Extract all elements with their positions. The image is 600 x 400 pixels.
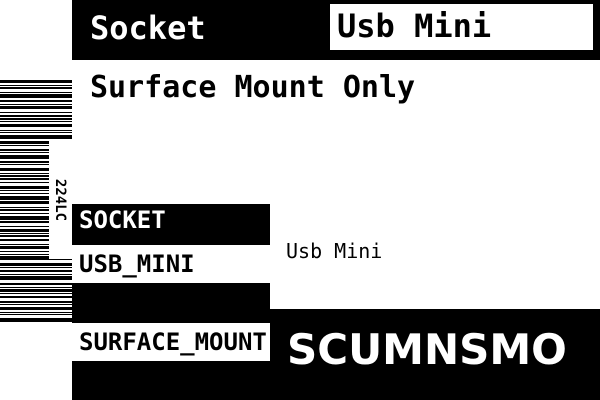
barcode-bar [0,135,72,139]
barcode-bar [0,104,72,105]
field-line-usb-mini: USB_MINI [79,250,195,278]
barcode-bar [0,92,72,93]
barcode-bar [0,175,72,177]
barcode-bar [0,193,72,194]
header-right-box [330,4,593,50]
code-block [270,309,600,400]
barcode-bar [0,283,72,285]
barcode-bar [0,94,72,98]
barcode-bar [0,246,72,249]
barcode-bar [0,115,72,117]
subtitle: Surface Mount Only [90,70,416,105]
barcode-bar [0,216,72,220]
barcode-bar [0,141,72,144]
barcode-bar [0,307,72,310]
barcode-bar [0,293,72,294]
code-label: SCUMNSMO [287,325,567,374]
field-line-socket: SOCKET [79,206,166,234]
barcode-bar [0,196,72,200]
barcode-bar [0,173,72,174]
barcode-bar [0,276,72,280]
header-right-label: Usb Mini [337,7,492,45]
barcode-bar [0,100,72,102]
barcode-code-text: 224LC [52,178,69,222]
barcode-bar [0,244,72,245]
barcode-code: 224LC [49,141,72,259]
barcode-bar [0,226,72,227]
barcode-bar [0,312,72,313]
barcode-bar [0,304,72,305]
barcode-bar [0,274,72,275]
field-line-4-box [72,323,270,361]
barcode-code-box [49,141,72,259]
barcode-bar [0,314,72,315]
barcode-bar [0,186,72,189]
barcode-bar [0,106,72,109]
header-left-label: Socket [90,9,206,47]
barcode-bar [0,254,72,255]
field-line-2-box [72,245,270,283]
barcode-bar [0,270,72,272]
barcode-bar [0,229,72,232]
barcode-bar [0,87,72,89]
barcode-bar [0,168,72,171]
barcode-bar [0,251,72,252]
barcode-bar [0,235,72,237]
barcode-bar [0,209,72,211]
barcode-bar [0,207,72,208]
barcode-bar [0,164,72,165]
barcode [0,80,72,322]
field-block [72,204,270,400]
barcode-bar [0,289,72,292]
barcode-bar [0,149,72,151]
barcode-bar [0,263,72,266]
barcode-bar [0,85,72,86]
barcode-bar [0,80,72,83]
barcode-bar [0,296,72,298]
barcode-bar [0,267,72,268]
barcode-bar [0,145,72,146]
barcode-bar [0,201,72,204]
center-label: Usb Mini [286,239,383,263]
barcode-bar [0,318,72,322]
barcode-bar [0,239,72,241]
field-line-surface-mount: SURFACE_MOUNT [79,328,267,356]
barcode-bar [0,301,72,303]
barcode-bar [0,121,72,122]
barcode-bar [0,152,72,153]
barcode-bar [0,190,72,191]
barcode-bar [0,155,72,159]
barcode-bar [0,233,72,234]
barcode-bar [0,213,72,214]
barcode-bar [0,178,72,180]
barcode-bar [0,124,72,127]
barcode-bar [0,132,72,133]
barcode-bar [0,118,72,120]
barcode-bar [0,130,72,131]
barcode-bar [0,221,72,223]
barcode-bar [0,161,72,163]
barcode-bar [0,256,72,260]
barcode-bar [0,112,72,113]
barcode-bar [0,287,72,288]
barcode-bar [0,182,72,183]
